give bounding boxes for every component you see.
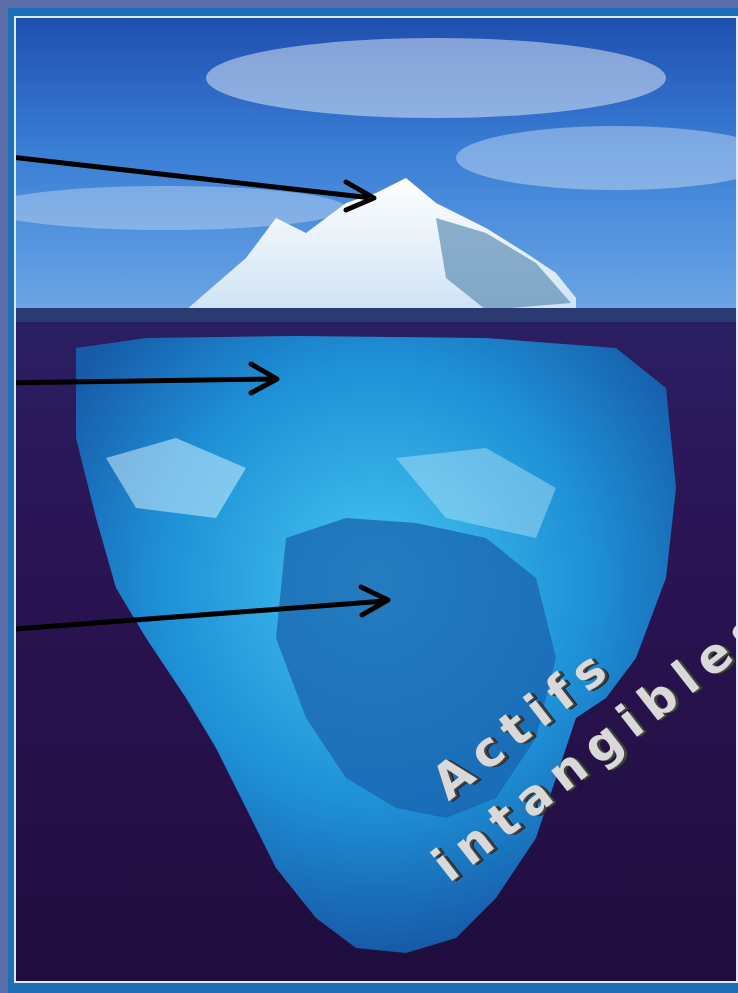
- cloud: [206, 38, 666, 118]
- ice-highlight: [396, 448, 556, 538]
- arrow-bottom-head: [358, 584, 391, 618]
- cloud: [456, 126, 736, 190]
- arrow-middle: [16, 376, 277, 386]
- arrow-middle-head: [248, 361, 280, 396]
- ice-highlight: [106, 438, 246, 518]
- arrow-top-head: [343, 179, 377, 213]
- cloud: [16, 186, 346, 230]
- arrow-top: [16, 155, 375, 201]
- iceberg-tip-shadow: [436, 218, 571, 310]
- arrow-bottom: [16, 598, 389, 632]
- arrows: [16, 155, 391, 632]
- water-line: [16, 308, 736, 322]
- iceberg-illustration: [16, 38, 736, 953]
- iceberg-photo: Actifs intangibles: [14, 16, 738, 983]
- iceberg-cavity: [276, 518, 556, 818]
